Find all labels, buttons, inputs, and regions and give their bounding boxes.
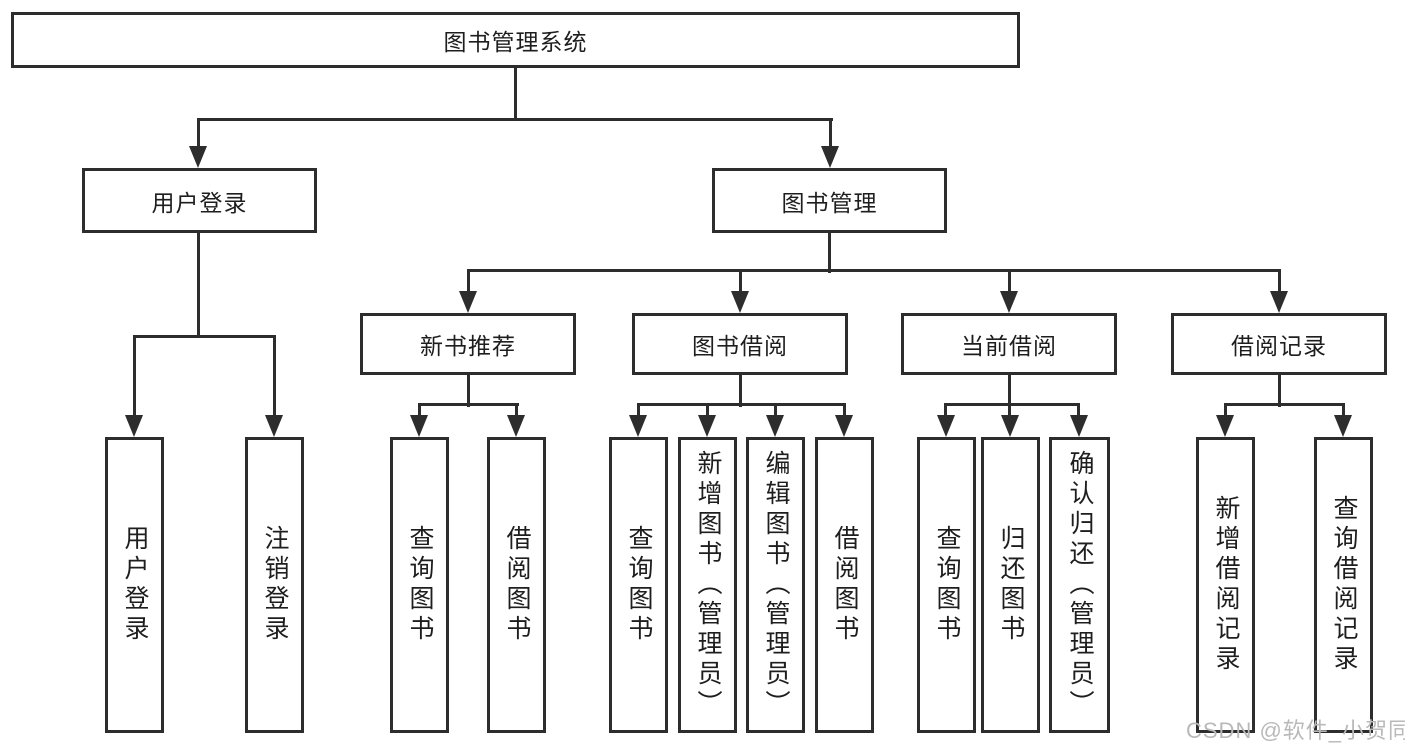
- leaf-query-books-borrow: 查询图书: [609, 437, 668, 733]
- arrow-down-icon: [410, 415, 428, 437]
- connector-line: [1008, 403, 1011, 417]
- connector-line: [197, 233, 200, 337]
- arrow-down-icon: [265, 415, 283, 437]
- arrow-down-icon: [698, 415, 716, 437]
- arrow-down-icon: [1000, 291, 1018, 313]
- connector-line: [1278, 269, 1281, 295]
- connector-line: [829, 118, 832, 148]
- arrow-down-icon: [189, 146, 207, 168]
- connector-line: [1008, 375, 1011, 407]
- leaf-borrow-books-recommend: 借阅图书: [487, 437, 546, 733]
- arrow-down-icon: [1334, 415, 1352, 437]
- node-user-login: 用户登录: [82, 168, 317, 233]
- arrow-down-icon: [835, 415, 853, 437]
- connector-line: [828, 233, 831, 273]
- connector-line: [1224, 403, 1227, 417]
- leaf-query-books-current: 查询图书: [917, 437, 976, 733]
- connector-line: [514, 68, 517, 120]
- connector-line: [467, 269, 470, 295]
- watermark: CSDN @软件_小贺同学: [1186, 718, 1405, 743]
- node-new-book-recommend: 新书推荐: [360, 313, 576, 375]
- connector-line: [1008, 269, 1011, 295]
- connector-line: [197, 118, 200, 148]
- connector-line: [637, 403, 846, 406]
- leaf-edit-book-admin: 编辑图书（管理员）: [746, 437, 805, 733]
- node-borrow-records: 借阅记录: [1171, 313, 1387, 375]
- arrow-down-icon: [766, 415, 784, 437]
- arrow-down-icon: [1070, 415, 1088, 437]
- arrow-down-icon: [731, 291, 749, 313]
- connector-line: [944, 403, 1080, 406]
- node-book-borrow: 图书借阅: [632, 313, 848, 375]
- leaf-borrow-books: 借阅图书: [815, 437, 874, 733]
- connector-line: [418, 403, 421, 417]
- arrow-down-icon: [937, 415, 955, 437]
- arrow-down-icon: [821, 146, 839, 168]
- connector-line: [739, 375, 742, 407]
- connector-line: [1342, 403, 1345, 417]
- arrow-down-icon: [507, 415, 525, 437]
- arrow-down-icon: [629, 415, 647, 437]
- leaf-logout: 注销登录: [245, 437, 304, 733]
- connector-line: [706, 403, 709, 417]
- leaf-add-borrow-record: 新增借阅记录: [1196, 437, 1255, 733]
- connector-line: [1224, 403, 1345, 406]
- leaf-add-book-admin: 新增图书（管理员）: [678, 437, 737, 733]
- connector-line: [944, 403, 947, 417]
- connector-line: [273, 335, 276, 417]
- leaf-user-login: 用户登录: [105, 437, 164, 733]
- connector-line: [418, 403, 519, 406]
- leaf-confirm-return-admin: 确认归还（管理员）: [1049, 437, 1110, 733]
- arrow-down-icon: [1216, 415, 1234, 437]
- leaf-query-books-recommend: 查询图书: [390, 437, 449, 733]
- connector-line: [133, 335, 136, 417]
- arrow-down-icon: [1001, 415, 1019, 437]
- node-book-management: 图书管理: [712, 168, 947, 233]
- node-root: 图书管理系统: [11, 12, 1020, 68]
- connector-line: [133, 335, 275, 338]
- connector-line: [843, 403, 846, 417]
- connector-line: [637, 403, 640, 417]
- leaf-return-book: 归还图书: [981, 437, 1040, 733]
- connector-line: [467, 375, 470, 407]
- connector-line: [774, 403, 777, 417]
- arrow-down-icon: [459, 291, 477, 313]
- arrow-down-icon: [1270, 291, 1288, 313]
- connector-line: [1278, 375, 1281, 407]
- connector-line: [467, 269, 1280, 272]
- leaf-query-borrow-record: 查询借阅记录: [1314, 437, 1373, 733]
- connector-line: [515, 403, 518, 417]
- connector-line: [1077, 403, 1080, 417]
- arrow-down-icon: [125, 415, 143, 437]
- connector-line: [739, 269, 742, 295]
- connector-line: [197, 118, 833, 121]
- node-current-borrow: 当前借阅: [901, 313, 1117, 375]
